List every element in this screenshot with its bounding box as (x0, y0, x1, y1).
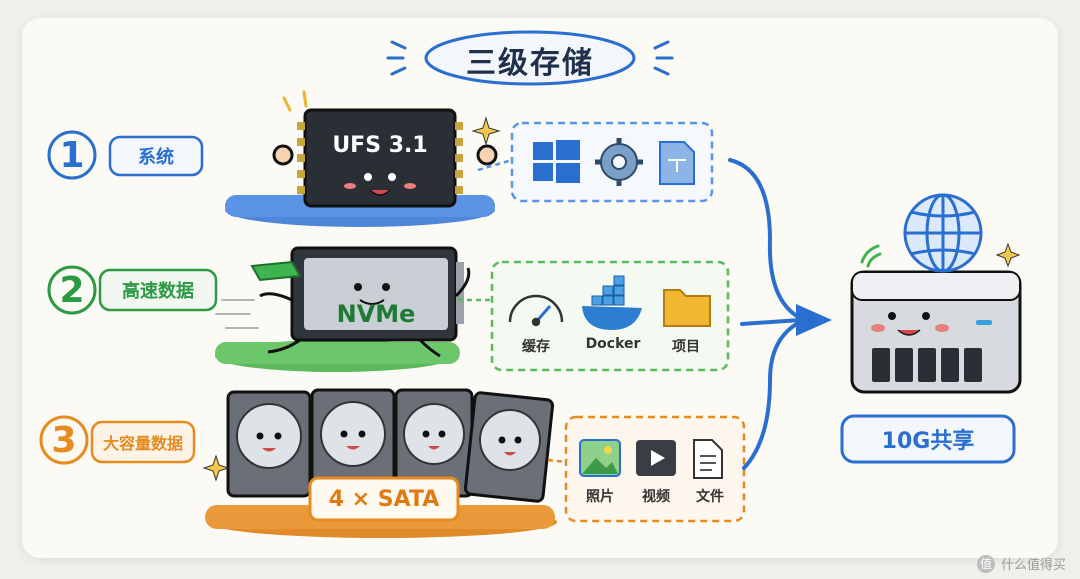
sata-label-box (308, 476, 460, 522)
image-icon (579, 439, 621, 477)
tier1-number-circle (47, 130, 97, 180)
video-label: 视频 (642, 489, 670, 505)
tier2-number-circle (47, 265, 97, 315)
tier2-label: 高速数据 (122, 281, 194, 302)
docker-label: Docker (585, 336, 641, 352)
sata-label: 4 × SATA (328, 486, 440, 512)
title-oval (424, 30, 636, 86)
sata-disks (226, 388, 555, 503)
windows-icon (533, 140, 580, 183)
tier2-number: 2 (59, 269, 85, 311)
watermark-logo-icon: 值 (976, 554, 995, 573)
tier1-number: 1 (59, 134, 85, 176)
target-label-box (840, 414, 1016, 464)
cache-label: 缓存 (522, 339, 550, 355)
tier2-label-box (98, 268, 218, 312)
arrow-head (796, 304, 832, 336)
gauge-icon (508, 294, 564, 327)
nvme-headband (250, 260, 302, 282)
ufs-chip-label: UFS 3.1 (332, 132, 428, 158)
folder-icon (663, 289, 711, 327)
tier3-number-circle (39, 415, 89, 465)
watermark: 值 什么值得买 (976, 554, 1066, 573)
gear-icon (595, 138, 643, 186)
tier1-label-box (108, 135, 204, 177)
target-label: 10G共享 (881, 429, 975, 454)
docker-icon (582, 275, 642, 330)
nvme-ssd-label: NVMe (336, 300, 416, 328)
tier3-number: 3 (51, 419, 77, 461)
tier3-label: 大容量数据 (102, 434, 183, 453)
tier3-label-box (90, 420, 196, 464)
page-title: 三级存储 (466, 46, 594, 81)
wifi-icon (860, 244, 882, 268)
file-icon (693, 439, 723, 479)
globe-icon (903, 193, 983, 273)
arrows-to-nas (728, 158, 802, 470)
video-icon (636, 440, 676, 476)
tier1-label: 系统 (138, 147, 174, 168)
photo-label: 照片 (586, 489, 614, 505)
nas-device (850, 270, 1022, 394)
document-icon (659, 141, 695, 185)
project-label: 项目 (672, 339, 700, 355)
watermark-text: 什么值得买 (1000, 558, 1066, 573)
file-label: 文件 (696, 489, 724, 505)
title-sparkles (386, 40, 674, 76)
